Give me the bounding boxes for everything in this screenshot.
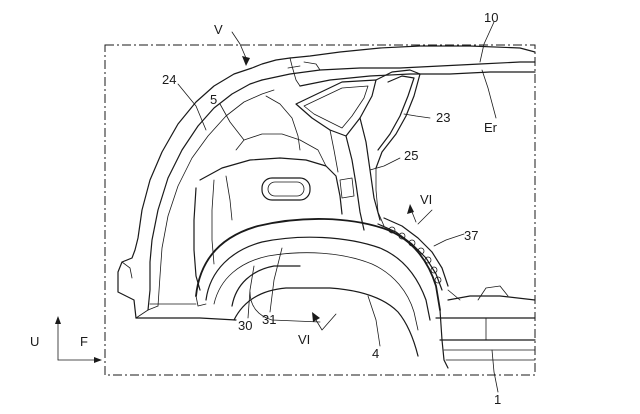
- axis-indicator: [55, 316, 102, 363]
- callout-24: 24: [162, 72, 176, 87]
- callout-23: 23: [436, 110, 450, 125]
- callout-1: 1: [494, 392, 501, 407]
- leader-lines: [177, 21, 499, 393]
- section-label-vi-bottom: VI: [298, 332, 310, 347]
- door-opening-frame: [375, 69, 421, 227]
- callout-er: Er: [484, 120, 498, 135]
- callout-4: 4: [372, 346, 379, 361]
- section-label-vi-top: VI: [420, 192, 432, 207]
- callout-31: 31: [262, 312, 276, 327]
- view-arrow-v: [231, 31, 250, 66]
- inner-panel: [193, 133, 343, 291]
- callout-30: 30: [238, 318, 252, 333]
- callout-37: 37: [464, 228, 478, 243]
- section-arrow-vi-top: [407, 204, 433, 225]
- rear-pillar-outer: [117, 57, 291, 319]
- wheel-arch: [195, 218, 441, 357]
- quarter-window-opening: [265, 79, 377, 151]
- callout-10: 10: [484, 10, 498, 25]
- stiffener-37: [377, 217, 449, 291]
- callout-5: 5: [210, 92, 217, 107]
- section-arrow-vi-bottom: [312, 312, 337, 331]
- view-label-v: V: [214, 22, 223, 37]
- roof-side-rail: [261, 45, 536, 87]
- callout-25: 25: [404, 148, 418, 163]
- axis-label-up: U: [30, 334, 39, 349]
- view-frame: [104, 44, 536, 376]
- rear-lower-panel: [135, 285, 536, 369]
- pillar-reinforcement: [329, 117, 381, 231]
- axis-label-forward: F: [80, 334, 88, 349]
- oval-opening: [261, 177, 311, 201]
